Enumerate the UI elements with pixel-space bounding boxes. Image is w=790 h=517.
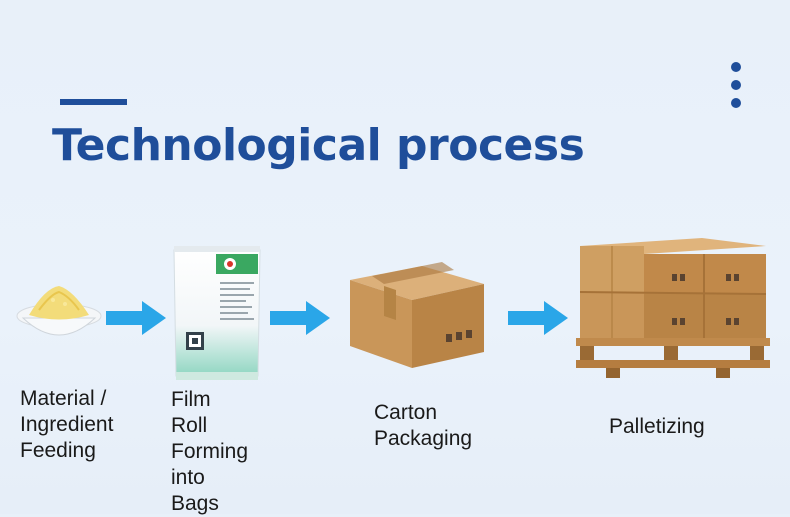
pallet-boxes-icon: [576, 238, 770, 378]
title-accent-bar: [60, 99, 127, 105]
arrow-right-icon: [270, 301, 330, 335]
menu-dots-icon[interactable]: [729, 62, 743, 108]
step-label: Film Roll Forming into Bags: [171, 388, 249, 515]
carton-box-icon: [350, 262, 484, 368]
page-title: Technological process: [52, 120, 585, 171]
arrow-right-icon: [508, 301, 568, 335]
step-label: Palletizing: [609, 415, 705, 438]
bag-icon: [173, 246, 261, 380]
arrow-right-icon: [106, 301, 166, 335]
step-label: Carton Packaging: [374, 401, 473, 450]
step-label: Material / Ingredient Feeding: [20, 387, 114, 462]
powder-bowl-icon: [16, 286, 102, 336]
